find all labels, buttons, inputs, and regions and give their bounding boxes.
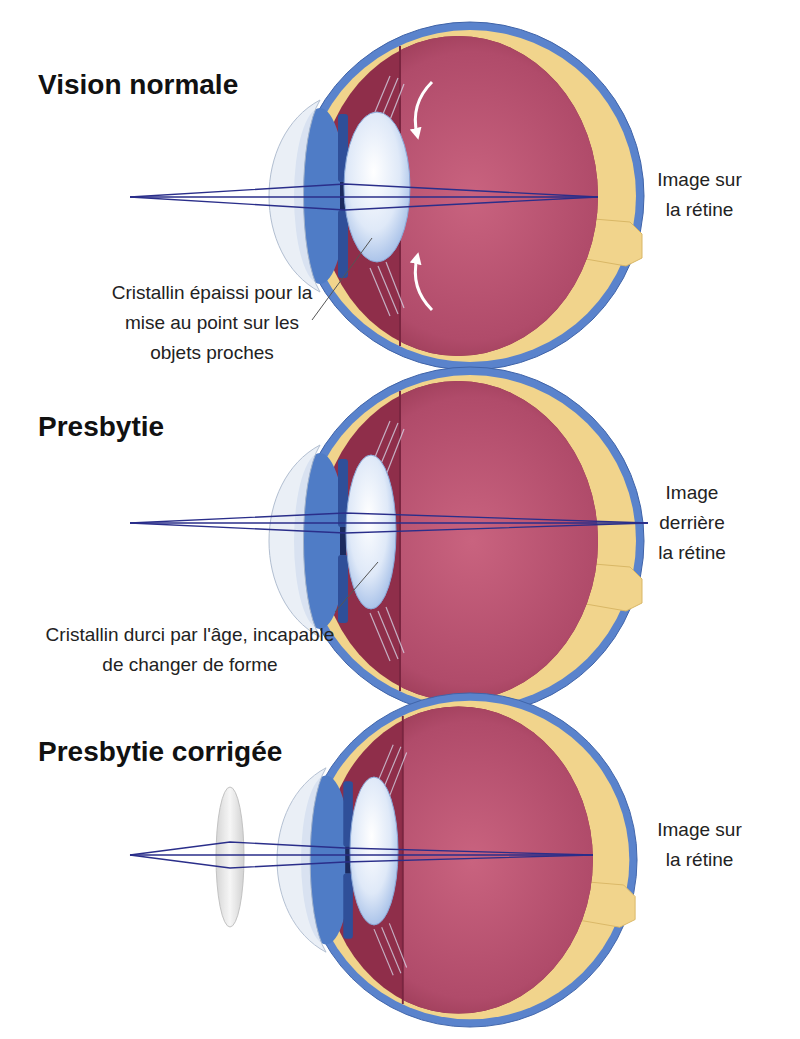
eye-part xyxy=(130,522,648,523)
eye-heading: Presbytie xyxy=(38,410,164,444)
muscle-arrow xyxy=(415,82,432,134)
muscle-arrow xyxy=(415,258,432,310)
image-label: Image derrière la rétine xyxy=(652,478,732,568)
eye-heading: Vision normale xyxy=(38,68,238,102)
callout-label: Cristallin durci par l'âge, incapable de… xyxy=(40,620,340,680)
eye-heading: Presbytie corrigée xyxy=(38,735,282,769)
image-label: Image sur la rétine xyxy=(648,815,751,875)
eyeball xyxy=(269,367,644,715)
eye-part xyxy=(130,184,598,197)
light-rays xyxy=(130,842,593,868)
eye-part xyxy=(130,196,598,197)
eye-part xyxy=(130,523,648,533)
lens xyxy=(350,777,398,925)
eye-part xyxy=(130,513,648,523)
eye-part xyxy=(130,855,593,868)
eye-part xyxy=(130,842,593,855)
corrective-lens xyxy=(216,787,244,927)
eye-part xyxy=(130,197,598,210)
eyeball xyxy=(277,693,637,1027)
leader-line xyxy=(335,562,378,612)
eye-part xyxy=(130,854,593,855)
light-rays xyxy=(130,184,598,210)
image-label: Image sur la rétine xyxy=(648,165,751,225)
callout-label: Cristallin épaissi pour la mise au point… xyxy=(107,278,317,368)
leader-line xyxy=(312,238,372,320)
light-rays xyxy=(130,513,648,533)
